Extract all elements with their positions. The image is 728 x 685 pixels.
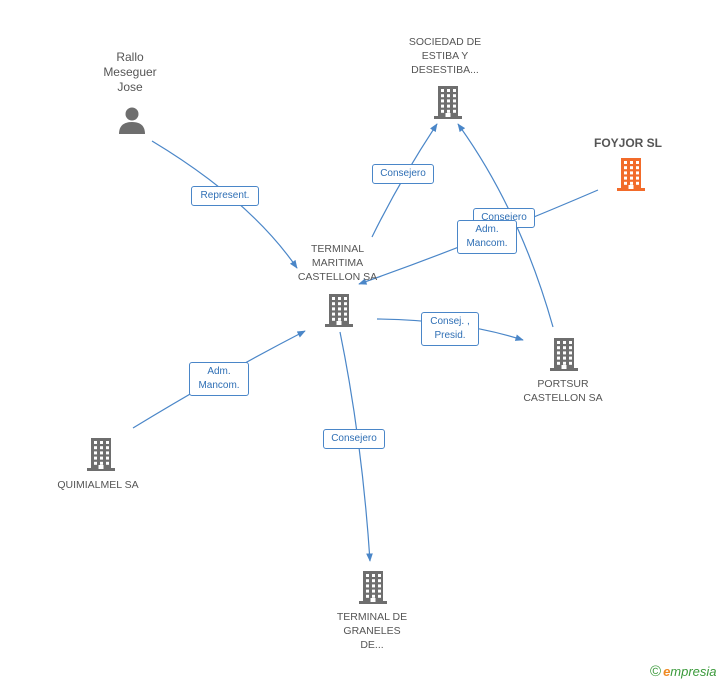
node-label-terminal-graneles[interactable]: TERMINAL DE GRANELES DE...: [336, 611, 408, 651]
node-label-portsur[interactable]: PORTSUR CASTELLON SA: [523, 378, 603, 404]
node-label-quimialmel[interactable]: QUIMIALMEL SA: [57, 479, 139, 491]
copyright-icon: ©: [650, 663, 662, 680]
person-icon[interactable]: [117, 106, 147, 134]
edge-label-adm-mancom-foyjor[interactable]: Adm. Mancom.: [457, 220, 517, 254]
building-icon[interactable]: [85, 436, 117, 472]
building-icon[interactable]: [357, 569, 389, 605]
building-icon[interactable]: [432, 84, 464, 120]
edge-label-consejero-graneles[interactable]: Consejero: [323, 429, 385, 449]
edge-label-consej-presid[interactable]: Consej. , Presid.: [421, 312, 479, 346]
node-label-foyjor[interactable]: FOYJOR SL: [593, 136, 662, 150]
node-label-terminal-maritima[interactable]: TERMINAL MARITIMA CASTELLON SA: [297, 243, 378, 283]
node-label-rallo[interactable]: Rallo Meseguer Jose: [103, 50, 157, 94]
building-icon[interactable]: [548, 336, 580, 372]
edge-label-consejero-sociedad[interactable]: Consejero: [372, 164, 434, 184]
building-icon[interactable]: [615, 156, 647, 192]
building-icon[interactable]: [323, 292, 355, 328]
edge-label-represent[interactable]: Represent.: [191, 186, 259, 206]
edge-label-adm-mancom-quimialmel[interactable]: Adm. Mancom.: [189, 362, 249, 396]
brand-logo: ©empresia: [650, 663, 717, 680]
node-label-sociedad[interactable]: SOCIEDAD DE ESTIBA Y DESESTIBA...: [408, 36, 482, 76]
